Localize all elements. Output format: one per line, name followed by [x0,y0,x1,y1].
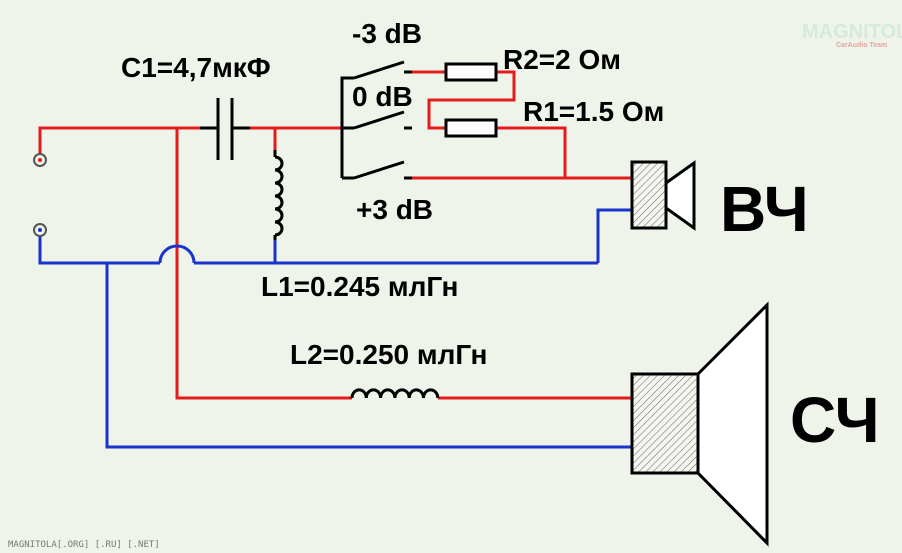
resistor-r2 [444,62,498,82]
input-terminals [33,153,47,237]
watermark-brand: MAGNITOLA [802,21,902,43]
tweeter-label: ВЧ [720,173,809,245]
midrange-cone [696,301,769,547]
l2-label: L2=0.250 млГн [290,339,487,370]
capacitor-c1 [200,98,250,160]
level-switch [340,60,412,180]
tweeter-magnet [630,160,668,230]
inductor-l2 [350,388,440,399]
midrange-speaker [630,301,769,547]
tweeter-cone [664,160,696,231]
negative-wires [38,208,632,449]
positive-wires [38,70,632,400]
watermark-tagline: CarAudio Team [836,42,887,49]
resistor-r1 [444,118,498,138]
r2-label: R2=2 Ом [503,44,621,75]
r1-label: R1=1.5 Ом [523,96,664,127]
midrange-label: СЧ [790,384,880,456]
l1-label: L1=0.245 млГн [261,271,458,302]
c1-label: C1=4,7мкФ [121,52,271,83]
minus3-label: -3 dB [352,18,422,49]
midrange-magnet [630,372,700,475]
inductor-l1 [273,150,284,240]
tweeter-speaker [630,160,696,231]
zero-label: 0 dB [352,81,413,112]
plus3-label: +3 dB [356,194,433,225]
footer-watermark: MAGNITOLA[.ORG] [.RU] [.NET] [8,540,160,550]
